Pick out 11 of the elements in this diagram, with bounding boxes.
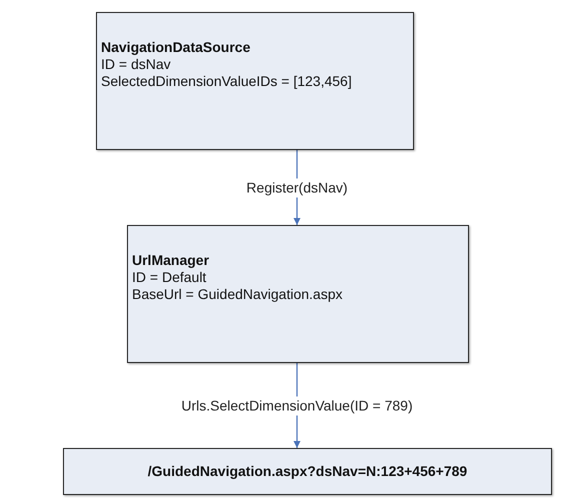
property-text: ID = Default <box>132 269 206 286</box>
class-name: NavigationDataSource <box>101 39 250 56</box>
property-text: SelectedDimensionValueIDs = [123,456] <box>101 73 352 90</box>
class-box <box>96 12 414 150</box>
edge-label: Urls.SelectDimensionValue(ID = 789) <box>179 396 415 415</box>
class-box <box>63 448 552 495</box>
class-name: UrlManager <box>132 252 210 269</box>
url-text: /GuidedNavigation.aspx?dsNav=N:123+456+789 <box>148 463 468 480</box>
property-text: ID = dsNav <box>101 56 171 73</box>
class-box <box>127 225 469 363</box>
property-text: BaseUrl = GuidedNavigation.aspx <box>132 286 343 303</box>
